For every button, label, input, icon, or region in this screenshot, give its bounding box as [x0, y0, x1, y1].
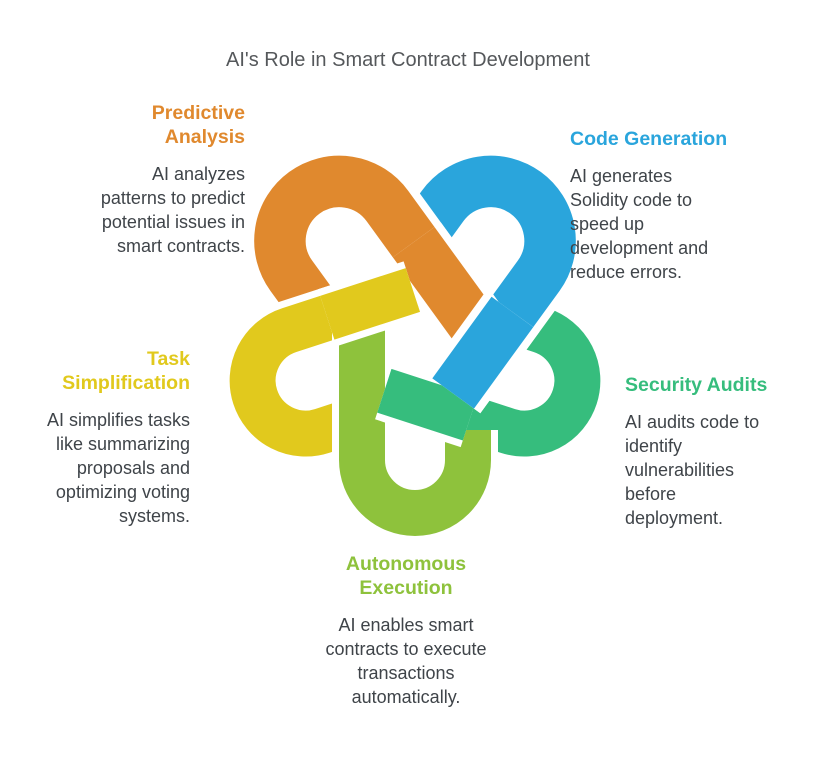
section-security-audits: Security Audits AI audits code to identi…	[625, 373, 777, 530]
knot-weave-code-generation	[453, 312, 512, 394]
section-description-predictive-analysis: AI analyzes patterns to predict potentia…	[100, 164, 245, 256]
section-autonomous-execution: Autonomous Execution AI enables smart co…	[312, 552, 500, 709]
section-title-autonomous-execution: Autonomous Execution	[345, 553, 467, 599]
section-description-autonomous-execution: AI enables smart contracts to execute tr…	[325, 615, 487, 707]
section-description-security-audits: AI audits code to identify vulnerabiliti…	[625, 412, 760, 528]
section-title-task-simplification: Task Simplification	[62, 348, 190, 394]
section-title-code-generation: Code Generation	[570, 128, 728, 150]
section-description-task-simplification: AI simplifies tasks like summarizing pro…	[46, 410, 190, 526]
section-title-security-audits: Security Audits	[625, 374, 768, 396]
section-code-generation: Code Generation AI generates Solidity co…	[570, 127, 730, 284]
knot-weave-task-simplification	[327, 290, 413, 318]
section-title-predictive-analysis: Predictive Analysis	[151, 102, 245, 148]
knot-weave-predictive-analysis	[414, 242, 473, 324]
section-description-code-generation: AI generates Solidity code to speed up d…	[570, 166, 709, 282]
weave-band	[327, 290, 413, 318]
page-title: AI's Role in Smart Contract Development	[226, 49, 590, 71]
section-predictive-analysis: Predictive Analysis AI analyzes patterns…	[45, 101, 245, 258]
section-task-simplification: Task Simplification AI simplifies tasks …	[20, 347, 190, 528]
